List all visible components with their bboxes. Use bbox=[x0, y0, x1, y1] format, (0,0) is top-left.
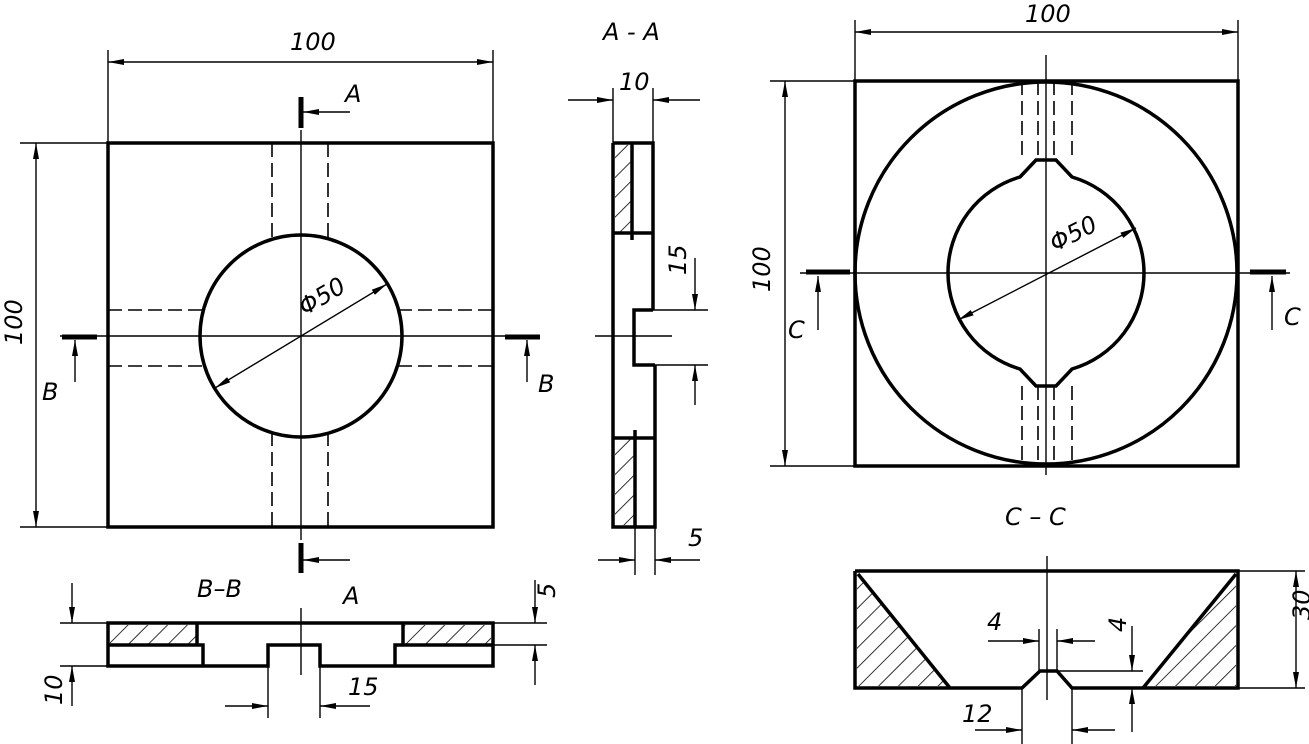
section-cc-title: C – C bbox=[1005, 503, 1066, 531]
aa-slot-label: 15 bbox=[664, 244, 692, 275]
hidden-slots bbox=[108, 143, 493, 527]
section-c-left-label: C bbox=[788, 316, 805, 344]
aa-depth-label: 5 bbox=[688, 524, 703, 552]
section-a-top-label: A bbox=[343, 80, 361, 108]
rv-diameter-dimension bbox=[957, 227, 1137, 321]
section-a-bottom-label: A bbox=[341, 582, 359, 610]
rv-height-label: 100 bbox=[748, 246, 776, 292]
center-lines bbox=[60, 130, 540, 540]
cc-slot-width-label: 4 bbox=[987, 608, 1002, 636]
section-b-right-label: B bbox=[538, 370, 554, 398]
rv-width-label: 100 bbox=[1025, 0, 1071, 28]
hidden-grooves bbox=[1021, 81, 1073, 466]
width-label: 100 bbox=[290, 28, 336, 56]
section-cc: C – C 12 4 4 30 bbox=[853, 503, 1309, 744]
section-aa-title: A - A bbox=[601, 18, 660, 46]
section-b-left-label: B bbox=[42, 378, 58, 406]
aa-thickness-label: 10 bbox=[619, 68, 650, 96]
height-label: 100 bbox=[0, 299, 28, 345]
diameter-dimension bbox=[214, 283, 388, 389]
bb-slot-label: 15 bbox=[348, 673, 379, 701]
cc-opening-label: 12 bbox=[962, 700, 993, 728]
diameter-label: Φ50 bbox=[294, 272, 351, 321]
section-aa: A - A 10 15 5 bbox=[568, 18, 708, 575]
keyed-hole bbox=[946, 158, 1146, 388]
cc-slot-depth-label: 4 bbox=[1104, 617, 1132, 632]
front-view: 100 100 Φ50 A A B B bbox=[0, 28, 554, 610]
right-view: 100 100 Φ50 C C bbox=[748, 0, 1301, 475]
section-c-right-label: C bbox=[1284, 303, 1301, 331]
section-bb: B–B 10 5 15 bbox=[40, 575, 561, 718]
section-bb-title: B–B bbox=[197, 575, 242, 603]
bb-thickness-label: 10 bbox=[40, 674, 68, 705]
cc-height-label: 30 bbox=[1288, 589, 1309, 620]
bb-depth-label: 5 bbox=[533, 583, 561, 598]
